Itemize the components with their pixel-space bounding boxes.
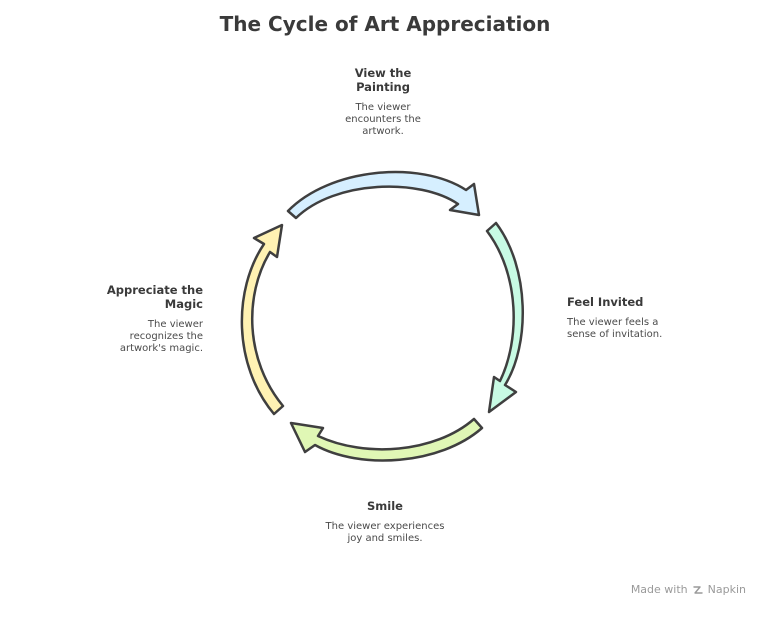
arrow-smile bbox=[289, 417, 484, 462]
step-title: Appreciate the Magic bbox=[106, 283, 203, 311]
arrow-appreciate-magic bbox=[240, 223, 285, 416]
arrow-feel-invited bbox=[485, 221, 524, 414]
diagram-title: The Cycle of Art Appreciation bbox=[219, 12, 551, 36]
napkin-logo-icon bbox=[692, 585, 703, 594]
footer-made-with: Made with bbox=[630, 583, 688, 596]
step-description: The viewer experiences joy and smiles. bbox=[325, 521, 445, 544]
footer-brand: Napkin bbox=[707, 583, 746, 596]
arrow-view-painting bbox=[286, 170, 481, 220]
step-description: The viewer encounters the artwork. bbox=[345, 102, 421, 137]
step-description: The viewer feels a sense of invitation. bbox=[567, 317, 663, 340]
step-appreciate-magic: Appreciate the Magic The viewer recogniz… bbox=[93, 283, 203, 355]
step-title: Smile bbox=[367, 499, 403, 513]
step-description: The viewer recognizes the artwork's magi… bbox=[119, 319, 203, 354]
step-title: View the Painting bbox=[354, 66, 412, 94]
step-smile: Smile The viewer experiences joy and smi… bbox=[325, 499, 445, 545]
step-feel-invited: Feel Invited The viewer feels a sense of… bbox=[567, 295, 687, 341]
step-view-painting: View the Painting The viewer encounters … bbox=[333, 66, 433, 138]
step-title: Feel Invited bbox=[567, 295, 644, 309]
footer-attribution: Made with Napkin bbox=[631, 583, 746, 596]
